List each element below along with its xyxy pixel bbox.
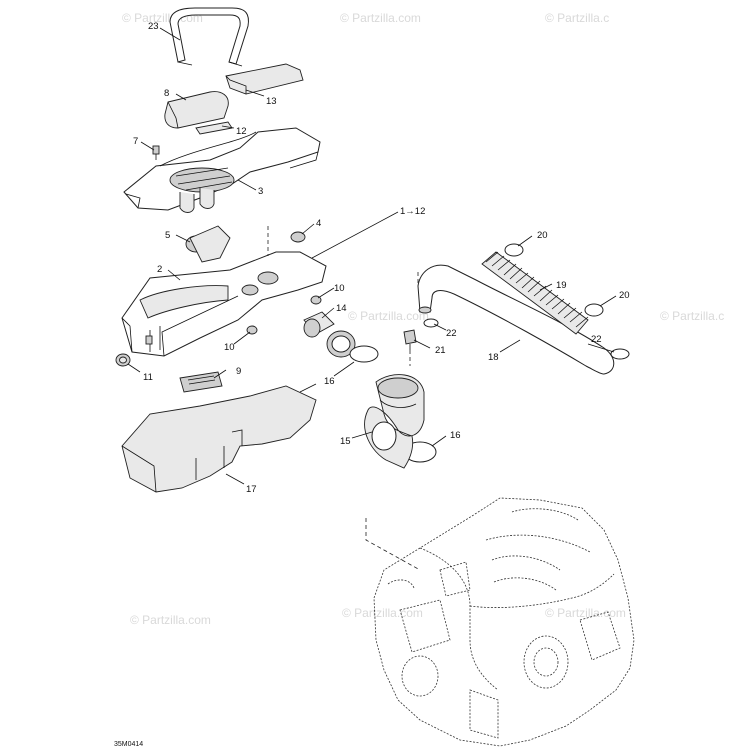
callout-10: 10: [224, 342, 235, 353]
reference-code: 35M0414: [114, 741, 143, 748]
callout-13: 13: [266, 96, 277, 107]
watermark: © Partzilla.com: [348, 309, 429, 323]
callout-4: 4: [316, 218, 321, 229]
callout-5: 5: [165, 230, 170, 241]
callout-11: 11: [143, 372, 153, 383]
callouts: 23 13 8 12 7 3 4 1→12 5 2 20 19 20 10 14…: [133, 21, 630, 495]
engine-assembly: [373, 497, 635, 747]
callout-12: 12: [236, 126, 247, 137]
callout-3: 3: [258, 186, 263, 197]
part-5-boots: [185, 225, 231, 263]
callout-9: 9: [236, 366, 241, 377]
watermark: © Partzilla.com: [130, 613, 211, 627]
callout-22: 22: [591, 334, 602, 345]
callout-17: 17: [246, 484, 257, 495]
watermark: © Partzilla.com: [340, 11, 421, 25]
callout-18: 18: [488, 352, 499, 363]
part-11-plug: [115, 353, 131, 367]
callout-21: 21: [435, 345, 446, 356]
part-8-pad: [164, 91, 229, 129]
part-15-elbow: [364, 374, 425, 469]
part-4-cap: [290, 231, 306, 243]
callout-7: 7: [133, 136, 138, 147]
callout-15: 15: [340, 436, 351, 447]
part-18-hose: [417, 264, 615, 375]
callout-1-to-12: 1→12: [400, 206, 425, 217]
callout-16: 16: [450, 430, 461, 441]
part-9-label: [179, 371, 223, 393]
part-2-airbox: [121, 251, 327, 357]
part-23-strap: [169, 7, 249, 67]
callout-20: 20: [537, 230, 548, 241]
callout-19: 19: [556, 280, 567, 291]
part-12-gasket: [195, 121, 233, 135]
watermark: © Partzilla.c: [660, 309, 724, 323]
part-3-lid: [123, 127, 321, 213]
callout-16: 16: [324, 376, 335, 387]
part-7-bolt: [152, 145, 160, 160]
part-13-cover: [225, 63, 304, 95]
callout-8: 8: [164, 88, 169, 99]
callout-2: 2: [157, 264, 162, 275]
watermarks: © Partzilla.com © Partzilla.com © Partzi…: [122, 11, 724, 627]
part-22-clamps: [423, 318, 630, 360]
part-14-sleeve: [303, 311, 335, 338]
assembly-guides: [267, 226, 421, 571]
part-6-ring: [326, 330, 356, 358]
watermark: © Partzilla.c: [545, 11, 609, 25]
callout-20: 20: [619, 290, 630, 301]
callout-14: 14: [336, 303, 347, 314]
callout-22: 22: [446, 328, 457, 339]
leader-lines: [127, 27, 617, 485]
part-20-clamps: [504, 243, 604, 317]
part-17-filter: [121, 385, 317, 493]
part-21-fitting: [403, 329, 417, 350]
callout-23: 23: [148, 21, 159, 32]
watermark: © Partzilla.com: [342, 606, 423, 620]
watermark: © Partzilla.com: [545, 606, 626, 620]
callout-10: 10: [334, 283, 345, 294]
part-19-corrugated-hose: [481, 251, 589, 335]
